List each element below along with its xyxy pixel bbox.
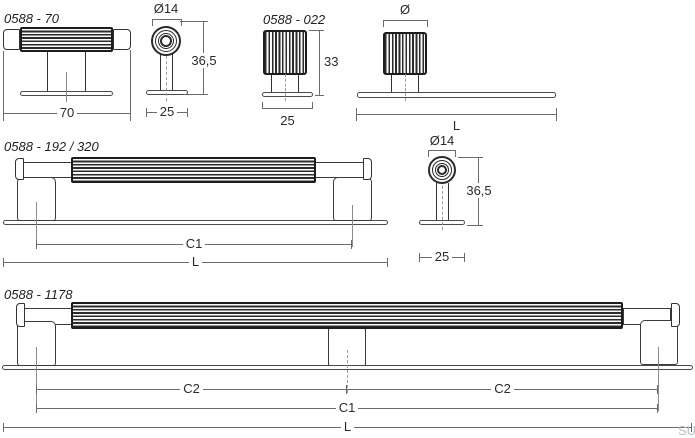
extension-line [458, 157, 483, 158]
dim-tick [36, 240, 37, 249]
dim-line-diameter [152, 19, 182, 20]
product-code-0588-192-320: 0588 - 192 / 320 [4, 139, 99, 154]
dim-tick [36, 385, 37, 394]
dim-label-L: L [356, 118, 557, 133]
product-code-0588-022: 0588 - 022 [263, 12, 326, 27]
dim-tick [36, 404, 37, 413]
dim-line-33 [319, 30, 320, 96]
handle-neck-right [315, 162, 364, 178]
dim-label-C2-right: C2 [347, 381, 658, 396]
center-line-dashed [405, 50, 406, 101]
tbar-center-line [66, 72, 67, 102]
post-center-line [36, 202, 37, 247]
dim-tick [146, 108, 147, 117]
dim-label-L: L [3, 419, 692, 434]
dim-tick [387, 258, 388, 267]
dim-tick [181, 19, 182, 26]
dim-tick [312, 102, 313, 109]
dim-label-C1: C1 [36, 400, 658, 415]
dim-tick [262, 102, 263, 109]
extension-line [3, 51, 4, 121]
center-line-dashed [442, 186, 443, 230]
handle-ribbed-grip [71, 157, 316, 183]
handle-base-plate [3, 220, 388, 225]
dim-tick [691, 423, 692, 432]
mounting-post-right [640, 320, 678, 365]
tbar-end-cap-left [3, 29, 20, 50]
dim-tick [356, 108, 357, 121]
extension-line [309, 30, 324, 31]
dim-tick [3, 258, 4, 267]
dim-tick [383, 20, 384, 27]
extension-line [184, 94, 208, 95]
dim-label-25: 25 [419, 249, 465, 264]
dim-tick [556, 108, 557, 121]
dim-tick [427, 20, 428, 27]
mounting-post-right [333, 177, 372, 221]
dim-line-L [356, 114, 557, 115]
dim-label-diameter: Ø [385, 2, 425, 17]
handle-neck-left [23, 162, 72, 178]
dim-label-70: 70 [3, 105, 131, 120]
extension-line [467, 225, 483, 226]
dim-tick [419, 253, 420, 262]
post-center-line [352, 205, 353, 247]
dim-tick [657, 385, 658, 394]
side-base-plate [146, 90, 188, 95]
dim-label-L: L [3, 254, 388, 269]
dim-line-diameter [428, 150, 456, 151]
dim-label-C2-left: C2 [36, 381, 347, 396]
dim-label-25: 25 [146, 104, 188, 119]
dim-tick [3, 423, 4, 432]
product-code-0588-70: 0588 - 70 [4, 11, 59, 26]
dim-label-C1: C1 [36, 236, 352, 251]
dim-tick [657, 404, 658, 413]
center-line-dashed [166, 56, 167, 101]
dim-line-diameter [383, 20, 428, 21]
dim-tick [464, 253, 465, 262]
extension-line [130, 50, 131, 121]
dim-tick [455, 150, 456, 157]
dim-tick [351, 240, 352, 249]
tbar-end-cap-right [113, 29, 131, 50]
handle-end-cap-left [16, 303, 25, 327]
long-base-plate [357, 92, 556, 98]
dim-tick [346, 385, 347, 394]
dim-line-C2 [36, 389, 658, 390]
dim-tick [152, 19, 153, 26]
knurled-ring-bore [437, 165, 447, 175]
post-center-line [36, 347, 37, 411]
center-post-center-line [347, 350, 348, 393]
dim-tick [187, 108, 188, 117]
dim-tick [428, 150, 429, 157]
handle-end-cap-left [15, 158, 24, 180]
product-code-0588-1178: 0588 - 1178 [4, 287, 73, 302]
extension-line [180, 21, 208, 22]
handle-end-cap-right [363, 158, 372, 180]
dim-label-33: 33 [324, 54, 339, 69]
knob-base-plate [262, 92, 313, 97]
dim-label-25: 25 [262, 113, 313, 128]
center-line-dashed [285, 50, 286, 101]
handle-end-cap-right [671, 303, 680, 327]
knurled-ring-bore [160, 35, 172, 47]
post-center-line [658, 347, 659, 411]
tbar-ribbed-grip [20, 27, 113, 52]
handle-ribbed-grip [71, 302, 623, 329]
dim-label-365: 36,5 [459, 183, 499, 198]
dim-label-diameter-14: Ø14 [421, 133, 463, 148]
watermark-text: SU [678, 423, 695, 438]
dim-line-25 [262, 108, 313, 109]
dim-label-diameter-14: Ø14 [145, 1, 187, 16]
dim-label-365: 36,5 [184, 53, 224, 68]
